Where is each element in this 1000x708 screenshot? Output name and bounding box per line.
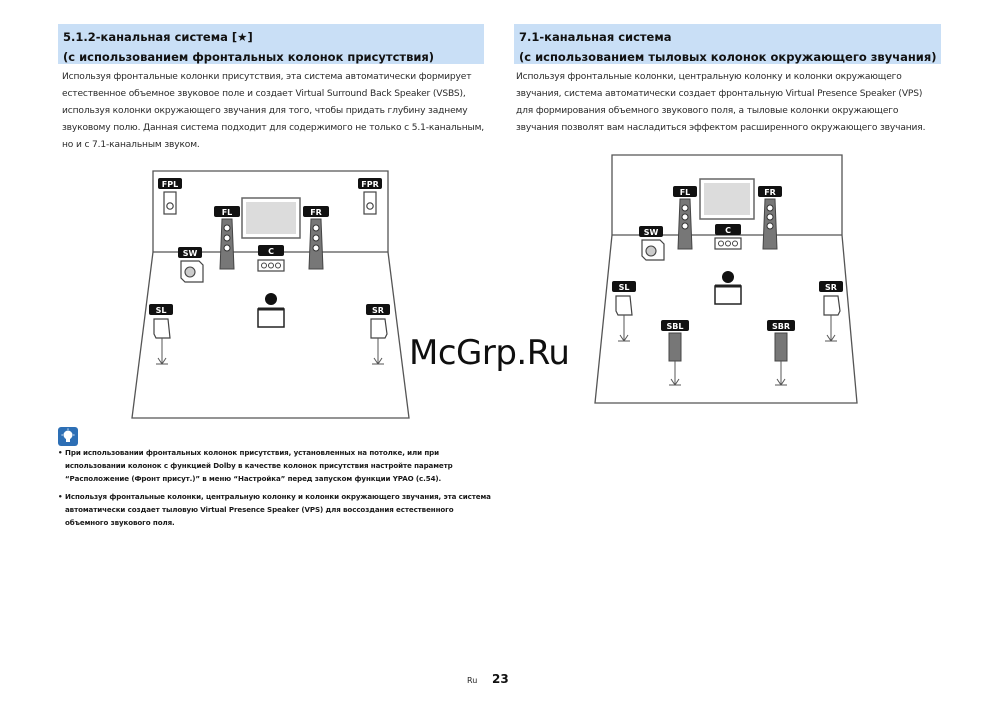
left-body-line: Используя фронтальные колонки присутстви… — [62, 72, 472, 82]
right-body-line: для формирования объемного звукового пол… — [516, 105, 899, 116]
speaker-label-sl: SL — [619, 283, 630, 292]
listener-icon — [257, 293, 285, 328]
fr-speaker-icon: FR — [303, 206, 329, 270]
left-title-line1: 5.1.2-канальная система [★] — [63, 30, 253, 44]
footer-language: Ru — [467, 676, 478, 685]
speaker-label-fpr: FPR — [361, 180, 379, 189]
speaker-label-fl: FL — [680, 188, 691, 197]
left-title-line2: (с использованием фронтальных колонок пр… — [63, 50, 435, 64]
speaker-label-sbl: SBL — [667, 322, 684, 331]
speaker-label-sbr: SBR — [772, 322, 790, 331]
left-body-line: используя колонки окружающего звучания д… — [62, 105, 468, 116]
notes-list: При использовании фронтальных колонок пр… — [58, 446, 498, 533]
speaker-label-sw: SW — [644, 228, 659, 237]
speaker-label-c: C — [268, 247, 274, 256]
page-number: 23 — [492, 672, 509, 686]
sw-speaker-icon: SW — [639, 226, 665, 261]
sr-speaker-icon: SR — [366, 304, 390, 365]
sl-speaker-icon: SL — [149, 304, 173, 365]
speaker-label-fpl: FPL — [162, 180, 178, 189]
note-line: При использовании фронтальных колонок пр… — [65, 448, 440, 457]
speaker-label-sr: SR — [372, 306, 384, 315]
speaker-label-c: C — [725, 226, 731, 235]
right-title-line1: 7.1-канальная система — [519, 30, 672, 44]
left-speaker-layout-diagram: FPL FPR FL FR SW C — [131, 170, 410, 419]
tv-icon — [699, 178, 755, 220]
right-body-line: Используя фронтальные колонки, центральн… — [516, 72, 902, 82]
speaker-label-sl: SL — [156, 306, 167, 315]
fpl-speaker-icon: FPL — [158, 178, 182, 215]
watermark-text: McGrp.Ru — [409, 333, 570, 373]
right-speaker-layout-diagram: FL FR SW C SL — [594, 154, 858, 404]
sr-speaker-icon: SR — [819, 281, 843, 342]
speaker-label-fr: FR — [764, 188, 776, 197]
right-body-line: звучания позволят вам насладиться эффект… — [516, 122, 926, 133]
left-body-text: Используя фронтальные колонки присутстви… — [62, 69, 492, 154]
right-body-text: Используя фронтальные колонки, центральн… — [516, 69, 956, 137]
right-title-line2: (с использованием тыловых колонок окружа… — [519, 50, 937, 64]
tv-icon — [241, 197, 301, 239]
fl-speaker-icon: FL — [214, 206, 240, 270]
note-line: объемного звукового поля. — [65, 518, 175, 528]
fpr-speaker-icon: FPR — [358, 178, 382, 215]
sbr-speaker-icon: SBR — [767, 320, 795, 386]
left-body-line: естественное объемное звуковое поле и со… — [62, 88, 466, 99]
speaker-label-sw: SW — [183, 249, 198, 258]
note-line: использовании колонок с функцией Dolby в… — [65, 461, 453, 471]
lightbulb-hint-icon — [58, 427, 78, 446]
fl-speaker-icon: FL — [673, 186, 697, 250]
sw-speaker-icon: SW — [178, 247, 204, 283]
left-body-line: но и с 7.1-канальным звуком. — [62, 139, 200, 150]
note-line: Используя фронтальные колонки, центральн… — [65, 491, 491, 501]
note-item: Используя фронтальные колонки, центральн… — [58, 490, 498, 530]
note-line: “Расположение (Фронт присут.)” в меню “Н… — [65, 474, 442, 484]
speaker-label-fl: FL — [222, 208, 233, 217]
speaker-label-fr: FR — [310, 208, 322, 217]
c-speaker-icon: C — [257, 245, 285, 272]
right-section-header: 7.1-канальная система (с использованием … — [514, 24, 941, 64]
fr-speaker-icon: FR — [758, 186, 782, 250]
left-body-line: звуковому полю. Данная система подходит … — [62, 122, 485, 133]
speaker-label-sr: SR — [825, 283, 837, 292]
listener-icon — [714, 271, 742, 305]
sl-speaker-icon: SL — [612, 281, 636, 342]
sbl-speaker-icon: SBL — [661, 320, 689, 386]
note-item: При использовании фронтальных колонок пр… — [58, 446, 498, 486]
right-body-line: звучания, система автоматически создает … — [516, 88, 923, 99]
left-section-header: 5.1.2-канальная система [★] (с использов… — [58, 24, 484, 64]
note-line: автоматически создает тыловую Virtual Pr… — [65, 504, 454, 514]
c-speaker-icon: C — [714, 224, 742, 250]
